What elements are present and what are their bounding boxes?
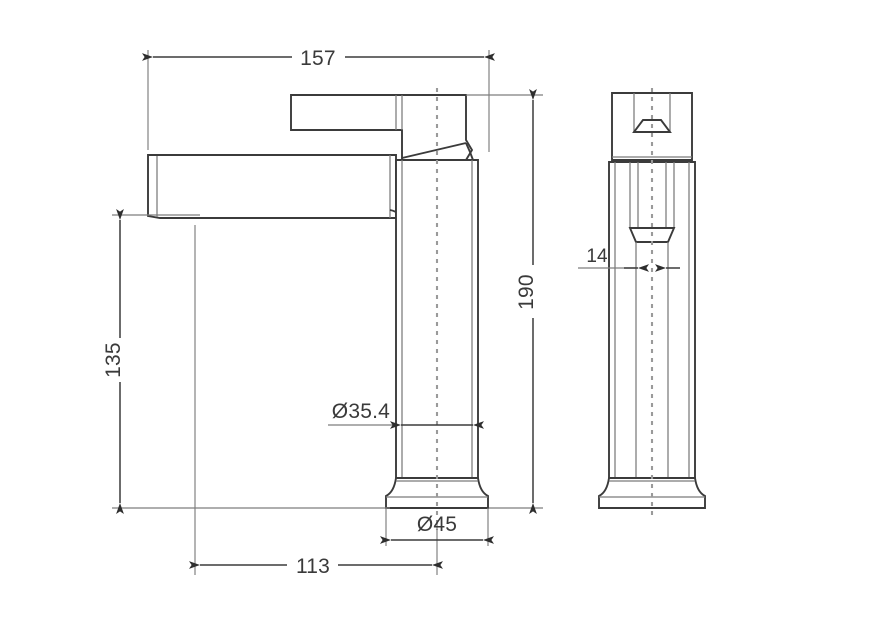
dim-label-190: 190	[515, 274, 538, 310]
spout-outline	[147, 154, 397, 219]
front-elevation-view	[147, 88, 489, 530]
handle-tail-slope	[401, 142, 467, 159]
dim-label-45: Ø45	[417, 513, 457, 536]
handle-tail-edge	[465, 142, 474, 161]
dimension-spout-reach: 113	[189, 225, 443, 578]
dimension-cartridge-width: 14	[578, 246, 680, 272]
dim-label-14: 14	[586, 246, 608, 267]
dimension-body-diameter: Ø35.4	[328, 400, 484, 429]
dim-label-135: 135	[102, 342, 125, 378]
dimension-spout-height: 135	[102, 209, 390, 514]
dim-label-113: 113	[296, 555, 330, 578]
lever-handle-outline	[290, 94, 474, 161]
side-elevation-view	[598, 88, 706, 520]
dim-label-35-4: Ø35.4	[332, 400, 390, 423]
dimension-base-diameter: Ø45	[380, 508, 494, 546]
dimension-overall-width: 157	[142, 47, 495, 152]
dim-label-157: 157	[300, 47, 336, 70]
dimension-overall-height: 190	[466, 89, 543, 514]
side-cap-trapezoid	[632, 119, 672, 133]
